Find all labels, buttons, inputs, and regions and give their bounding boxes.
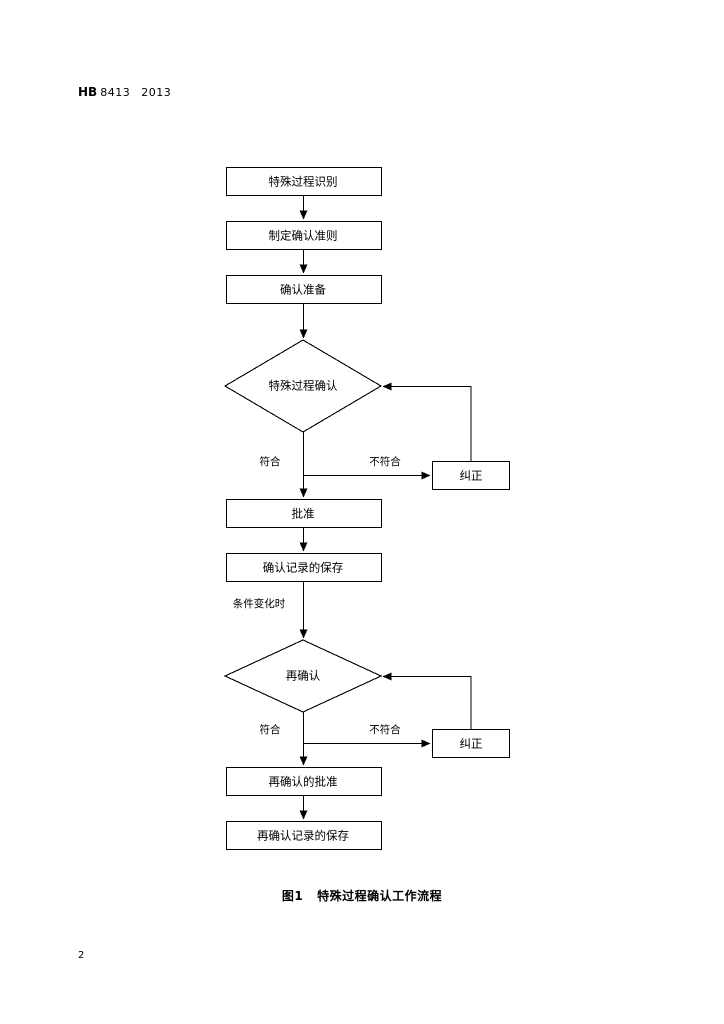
node-shape-record-retention (225, 552, 383, 583)
figure-title: 特殊过程确认工作流程 (317, 889, 443, 903)
edge-label-nonconforming-2: 不符合 (369, 723, 401, 736)
edge-label-conforming-1: 符合 (259, 455, 281, 468)
edge-label-when-conditions-change: 条件变化时 (232, 597, 286, 610)
node-shape-process-identification (225, 166, 383, 197)
edge-label-nonconforming-1: 不符合 (369, 455, 401, 468)
standard-number: 8413 (100, 86, 131, 99)
node-shape-approval (225, 498, 383, 529)
node-shape-correction-1 (431, 460, 511, 491)
node-shape-establish-criteria (225, 220, 383, 251)
edge-correction1-d1-feedback (382, 382, 472, 462)
edge-correction2-d2-feedback (382, 672, 472, 730)
standard-year: 2013 (141, 86, 172, 99)
node-shape-confirmation-preparation (225, 274, 383, 305)
figure-number: 图1 (281, 889, 304, 903)
node-shape-reconfirmation-approval (225, 766, 383, 797)
node-shape-reconfirmation-record-retention (225, 820, 383, 851)
node-shape-special-process-confirmation (223, 339, 383, 433)
node-shape-correction-2 (431, 728, 511, 759)
node-shape-reconfirmation (223, 639, 383, 713)
figure-caption: 图1 特殊过程确认工作流程 (0, 887, 724, 904)
standard-prefix: HB (78, 85, 98, 99)
edge-label-conforming-2: 符合 (259, 723, 281, 736)
document-header: HB 8413 2013 (78, 85, 171, 99)
page-number: 2 (78, 950, 85, 961)
